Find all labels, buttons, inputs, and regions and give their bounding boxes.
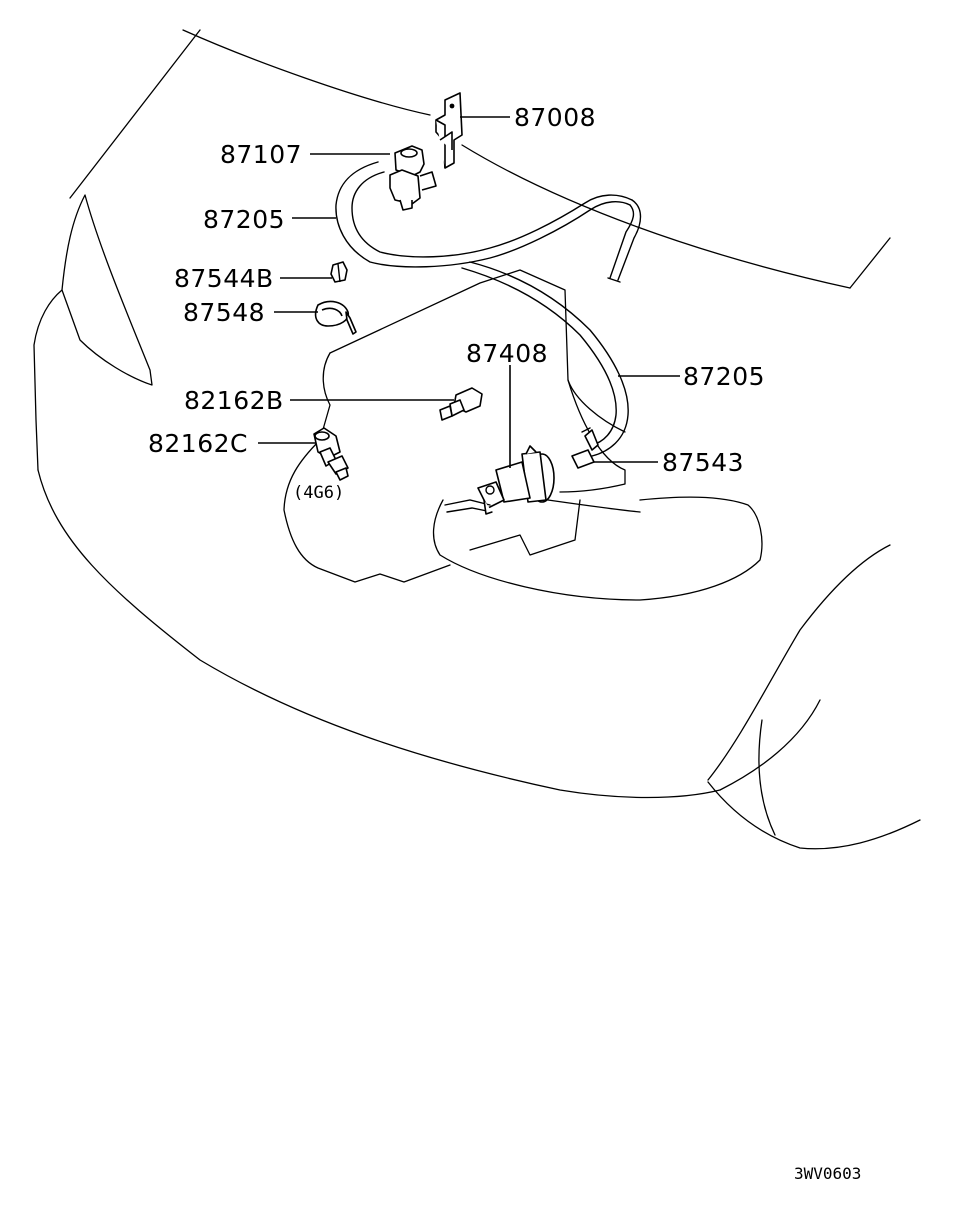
label-87408: 87408 [466,339,548,368]
actuator-87408 [444,445,555,515]
label-87008: 87008 [514,103,596,132]
label-87205-right: 87205 [683,362,765,391]
label-87544B: 87544B [174,264,274,293]
car-body-outline [33,29,921,850]
label-82162B: 82162B [184,386,284,415]
label-87543: 87543 [662,448,744,477]
part-labels: 87008 87107 87205 87544B 87548 87408 872… [148,103,861,1183]
label-82162C: 82162C [148,429,248,458]
switch-82162B [439,387,483,421]
hose-assembly [335,161,642,457]
label-87548: 87548 [183,298,265,327]
label-87205-upper: 87205 [203,205,285,234]
drawing-code: 3WV0603 [794,1164,861,1183]
bracket-87008 [435,92,463,169]
valve-87107 [389,145,437,211]
label-87107: 87107 [220,140,302,169]
band-87548 [314,300,357,335]
leader-lines [258,116,680,468]
clip-87544B [330,261,348,283]
label-engine-note: (4G6) [293,483,344,503]
switch-82162C [313,427,349,481]
